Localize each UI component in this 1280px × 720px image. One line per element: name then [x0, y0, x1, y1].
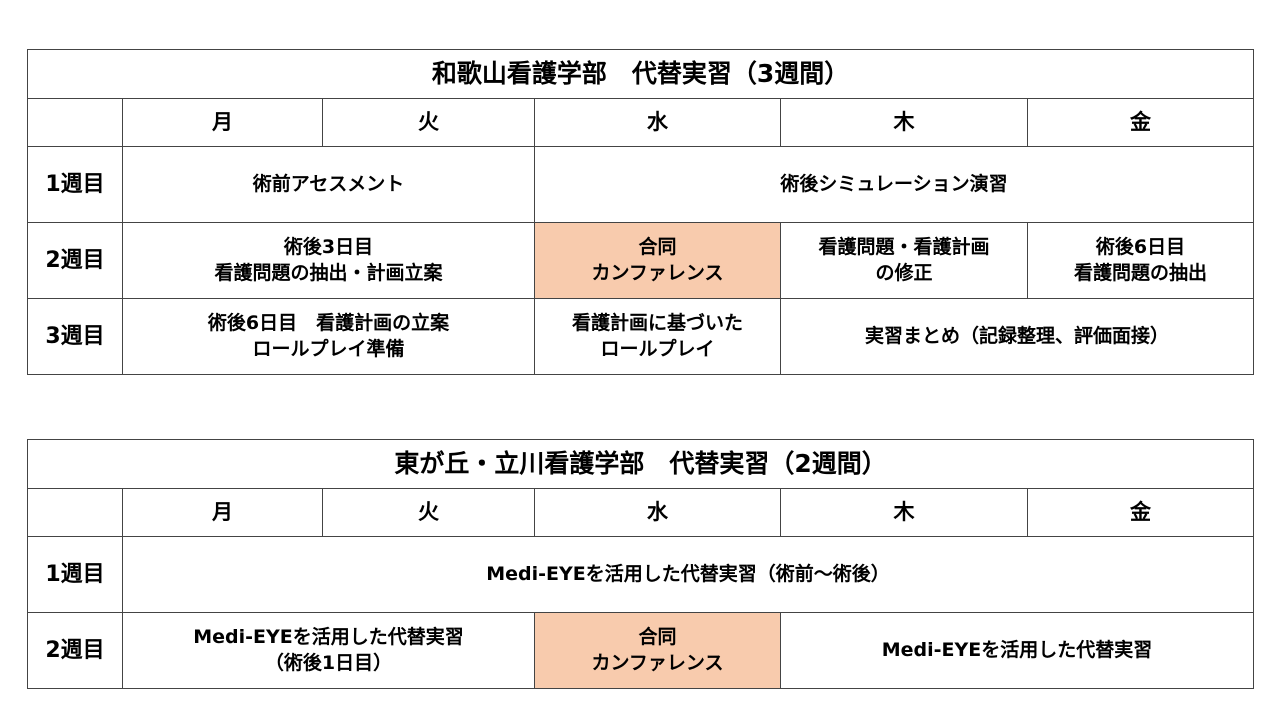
- joint-conference-cell: 合同 カンファレンス: [534, 612, 781, 689]
- week-label: 2週目: [27, 222, 123, 299]
- cell-line: 看護計画に基づいた: [571, 311, 743, 334]
- schedule-cell: 術後3日目 看護問題の抽出・計画立案: [122, 222, 535, 299]
- cell-line: （術後1日目）: [264, 651, 393, 674]
- week-label: 3週目: [27, 298, 123, 375]
- week-row: 1週目 Medi-EYEを活用した代替実習（術前～術後）: [27, 536, 1255, 613]
- corner-cell: [27, 98, 123, 147]
- table-title-row: 和歌山看護学部 代替実習（3週間）: [26, 49, 1255, 99]
- cell-line: 合同: [638, 625, 677, 648]
- wakayama-schedule-table: 和歌山看護学部 代替実習（3週間） 月 火 水 木 金 1週目 術前アセスメント…: [26, 49, 1255, 375]
- day-header-wed: 水: [534, 488, 781, 537]
- day-header-fri: 金: [1026, 488, 1255, 537]
- schedule-cell: 看護計画に基づいた ロールプレイ: [534, 298, 781, 375]
- joint-conference-cell: 合同 カンファレンス: [534, 222, 781, 299]
- day-header-row: 月 火 水 木 金: [27, 98, 1255, 147]
- schedule-cell: Medi-EYEを活用した代替実習（術前～術後）: [121, 536, 1255, 613]
- corner-cell: [27, 488, 123, 537]
- cell-line: ロールプレイ: [600, 337, 715, 360]
- day-header-wed: 水: [534, 98, 781, 147]
- week-label: 1週目: [27, 536, 123, 613]
- higashigaoka-tachikawa-schedule-table: 東が丘・立川看護学部 代替実習（2週間） 月 火 水 木 金 1週目 Medi-…: [26, 439, 1255, 689]
- schedule-cell: Medi-EYEを活用した代替実習: [779, 612, 1255, 689]
- schedule-cell: 看護問題・看護計画 の修正: [780, 222, 1028, 299]
- day-header-tue: 火: [322, 488, 535, 537]
- day-header-thu: 木: [780, 98, 1028, 147]
- cell-line: 看護問題・看護計画: [818, 235, 990, 258]
- week-label: 2週目: [27, 612, 123, 689]
- cell-line: 術後6日目: [1095, 235, 1186, 258]
- schedule-cell: 術後シミュレーション演習: [533, 146, 1255, 223]
- cell-line: 看護問題の抽出・計画立案: [214, 261, 443, 284]
- cell-line: 合同: [638, 235, 677, 258]
- week-row: 3週目 術後6日目 看護計画の立案 ロールプレイ準備 看護計画に基づいた ロール…: [27, 298, 1255, 375]
- cell-line: 術後3日目: [283, 235, 374, 258]
- week-row: 1週目 術前アセスメント 術後シミュレーション演習: [27, 146, 1255, 223]
- cell-line: 術後6日目 看護計画の立案: [207, 311, 450, 334]
- schedule-cell: Medi-EYEを活用した代替実習 （術後1日目）: [122, 612, 535, 689]
- table-title: 東が丘・立川看護学部 代替実習（2週間）: [26, 439, 1255, 489]
- cell-line: ロールプレイ準備: [252, 337, 405, 360]
- day-header-mon: 月: [122, 98, 323, 147]
- cell-line: Medi-EYEを活用した代替実習: [193, 625, 464, 648]
- cell-line: の修正: [875, 261, 933, 284]
- week-row: 2週目 術後3日目 看護問題の抽出・計画立案 合同 カンファレンス 看護問題・看…: [27, 222, 1255, 299]
- cell-line: カンファレンス: [591, 261, 724, 284]
- schedule-cell: 術前アセスメント: [122, 146, 535, 223]
- schedule-cell: 術後6日目 看護問題の抽出: [1026, 222, 1255, 299]
- week-label: 1週目: [27, 146, 123, 223]
- day-header-mon: 月: [122, 488, 323, 537]
- day-header-fri: 金: [1026, 98, 1255, 147]
- day-header-row: 月 火 水 木 金: [27, 488, 1255, 537]
- schedule-cell: 実習まとめ（記録整理、評価面接）: [779, 298, 1255, 375]
- table-title: 和歌山看護学部 代替実習（3週間）: [26, 49, 1255, 99]
- cell-line: 看護問題の抽出: [1074, 261, 1208, 284]
- day-header-tue: 火: [322, 98, 535, 147]
- schedule-cell: 術後6日目 看護計画の立案 ロールプレイ準備: [122, 298, 535, 375]
- day-header-thu: 木: [780, 488, 1028, 537]
- table-title-row: 東が丘・立川看護学部 代替実習（2週間）: [26, 439, 1255, 489]
- cell-line: カンファレンス: [591, 651, 724, 674]
- week-row: 2週目 Medi-EYEを活用した代替実習 （術後1日目） 合同 カンファレンス…: [27, 612, 1255, 689]
